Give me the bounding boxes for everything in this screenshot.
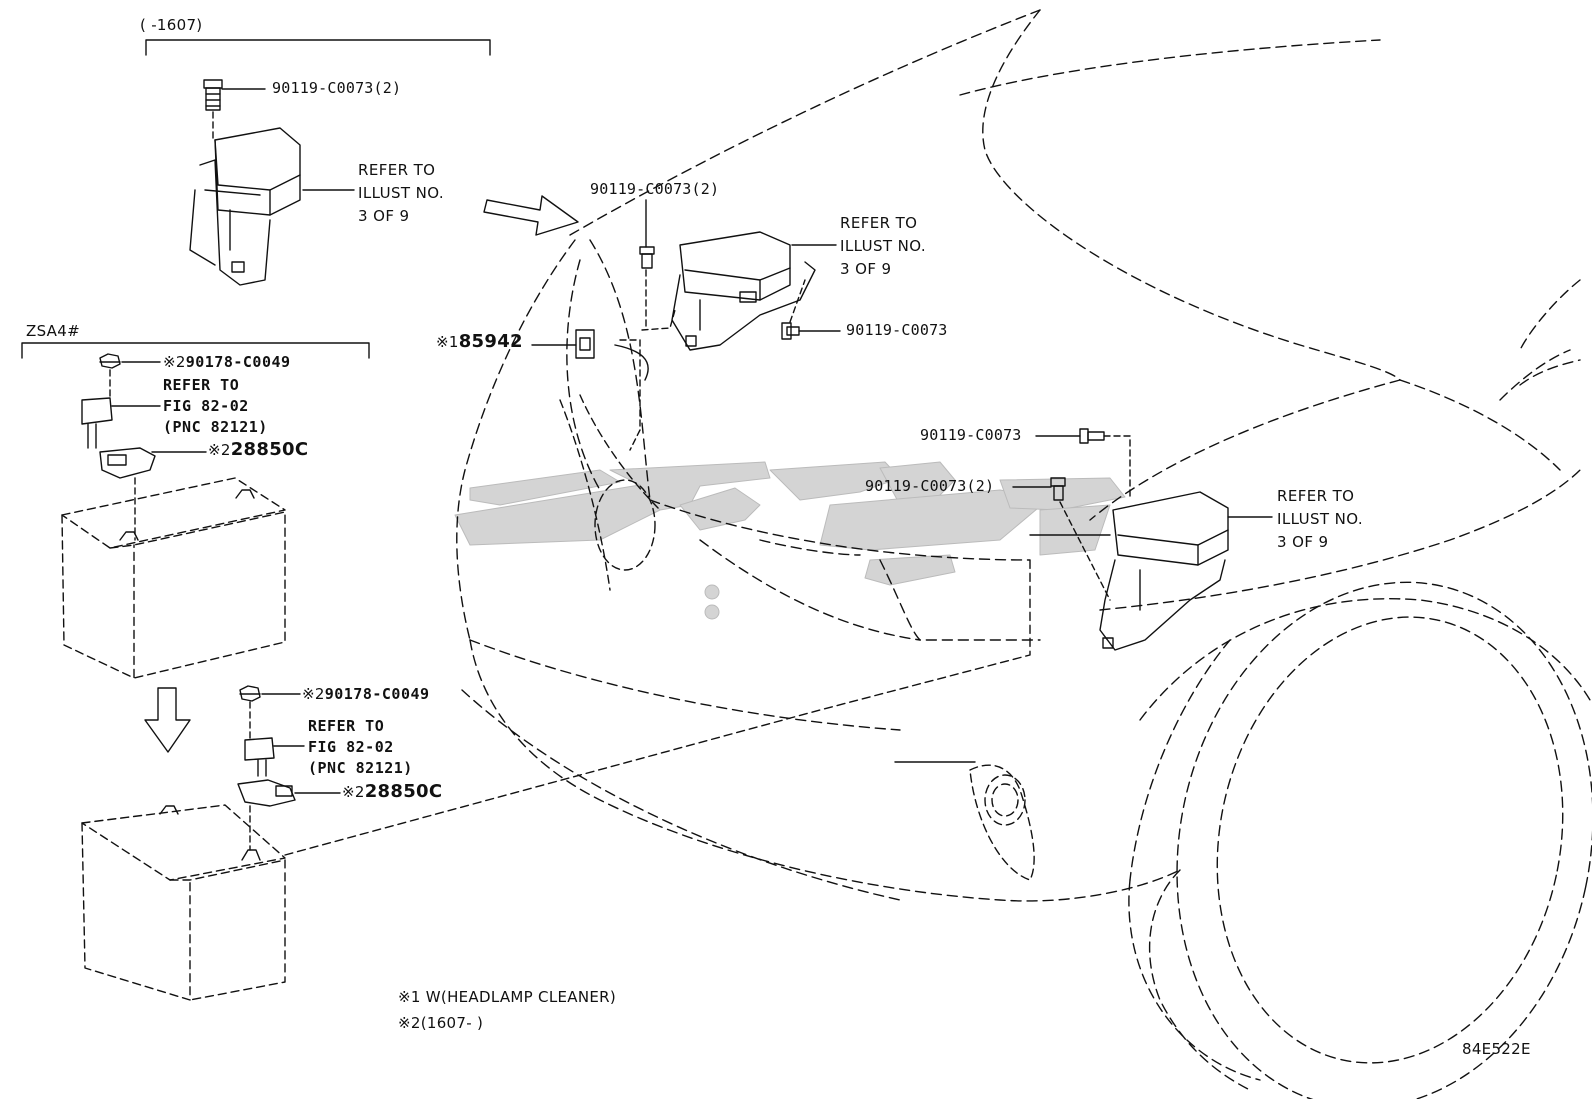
variant-label: ZSA4# — [26, 322, 80, 340]
relay-block-icon — [189, 127, 301, 286]
bolt-icon — [781, 322, 800, 340]
range-bracket-upper — [145, 39, 491, 56]
battery-icon — [81, 804, 286, 1001]
sensor-icon — [575, 329, 595, 359]
part-number-label: 90119-C0073 — [920, 426, 1022, 444]
part-number-label: ※290178-C0049 — [163, 353, 291, 371]
bolt-icon — [1050, 477, 1066, 501]
battery-icon — [61, 477, 286, 679]
relay-block-icon — [671, 231, 816, 351]
part-number-label: 90119-C0073 — [846, 321, 948, 339]
relay-block-icon — [1099, 491, 1229, 651]
battery-terminal-icon — [159, 805, 261, 861]
leader-line — [789, 279, 806, 323]
range-label-upper: ( -1607) — [140, 16, 203, 34]
battery-terminal-icon — [119, 489, 255, 541]
part-number-label: ※290178-C0049 — [302, 685, 430, 703]
leader-line — [641, 309, 676, 331]
wheel — [1139, 581, 1592, 1099]
part-number-label: 90119-C0073(2) — [590, 180, 720, 198]
leader-line — [1059, 501, 1111, 601]
nut-icon — [99, 353, 121, 369]
nut-icon — [239, 685, 261, 702]
leader-line — [284, 559, 1031, 856]
footnote-1: ※1 W(HEADLAMP CLEANER) — [398, 988, 616, 1006]
fog-lamp — [969, 764, 1035, 881]
down-arrow-icon — [144, 687, 191, 753]
part-number-label: ※185942 — [436, 331, 523, 352]
range-bracket-variant — [21, 342, 370, 359]
watermark-logo — [454, 461, 1126, 620]
bolt-icon — [639, 246, 655, 269]
part-number-label: 90119-C0073(2) — [272, 79, 402, 97]
part-number-label: 90119-C0073(2) — [865, 477, 995, 495]
part-number-label: ※228850C — [342, 781, 443, 802]
leader-line — [619, 339, 641, 451]
footnote-2: ※2(1607- ) — [398, 1014, 484, 1032]
illustration-code: 84E522E — [1462, 1040, 1531, 1058]
vehicle-front-outline — [456, 9, 1581, 1091]
leader-line — [1103, 435, 1131, 501]
bolt-icon — [1079, 428, 1105, 444]
battery-clamp-icon — [237, 737, 305, 807]
bolt-icon — [203, 79, 223, 111]
part-number-label: ※228850C — [208, 439, 309, 460]
big-arrow-icon — [483, 195, 579, 236]
headlamp — [559, 394, 661, 591]
battery-clamp-icon — [81, 397, 161, 479]
